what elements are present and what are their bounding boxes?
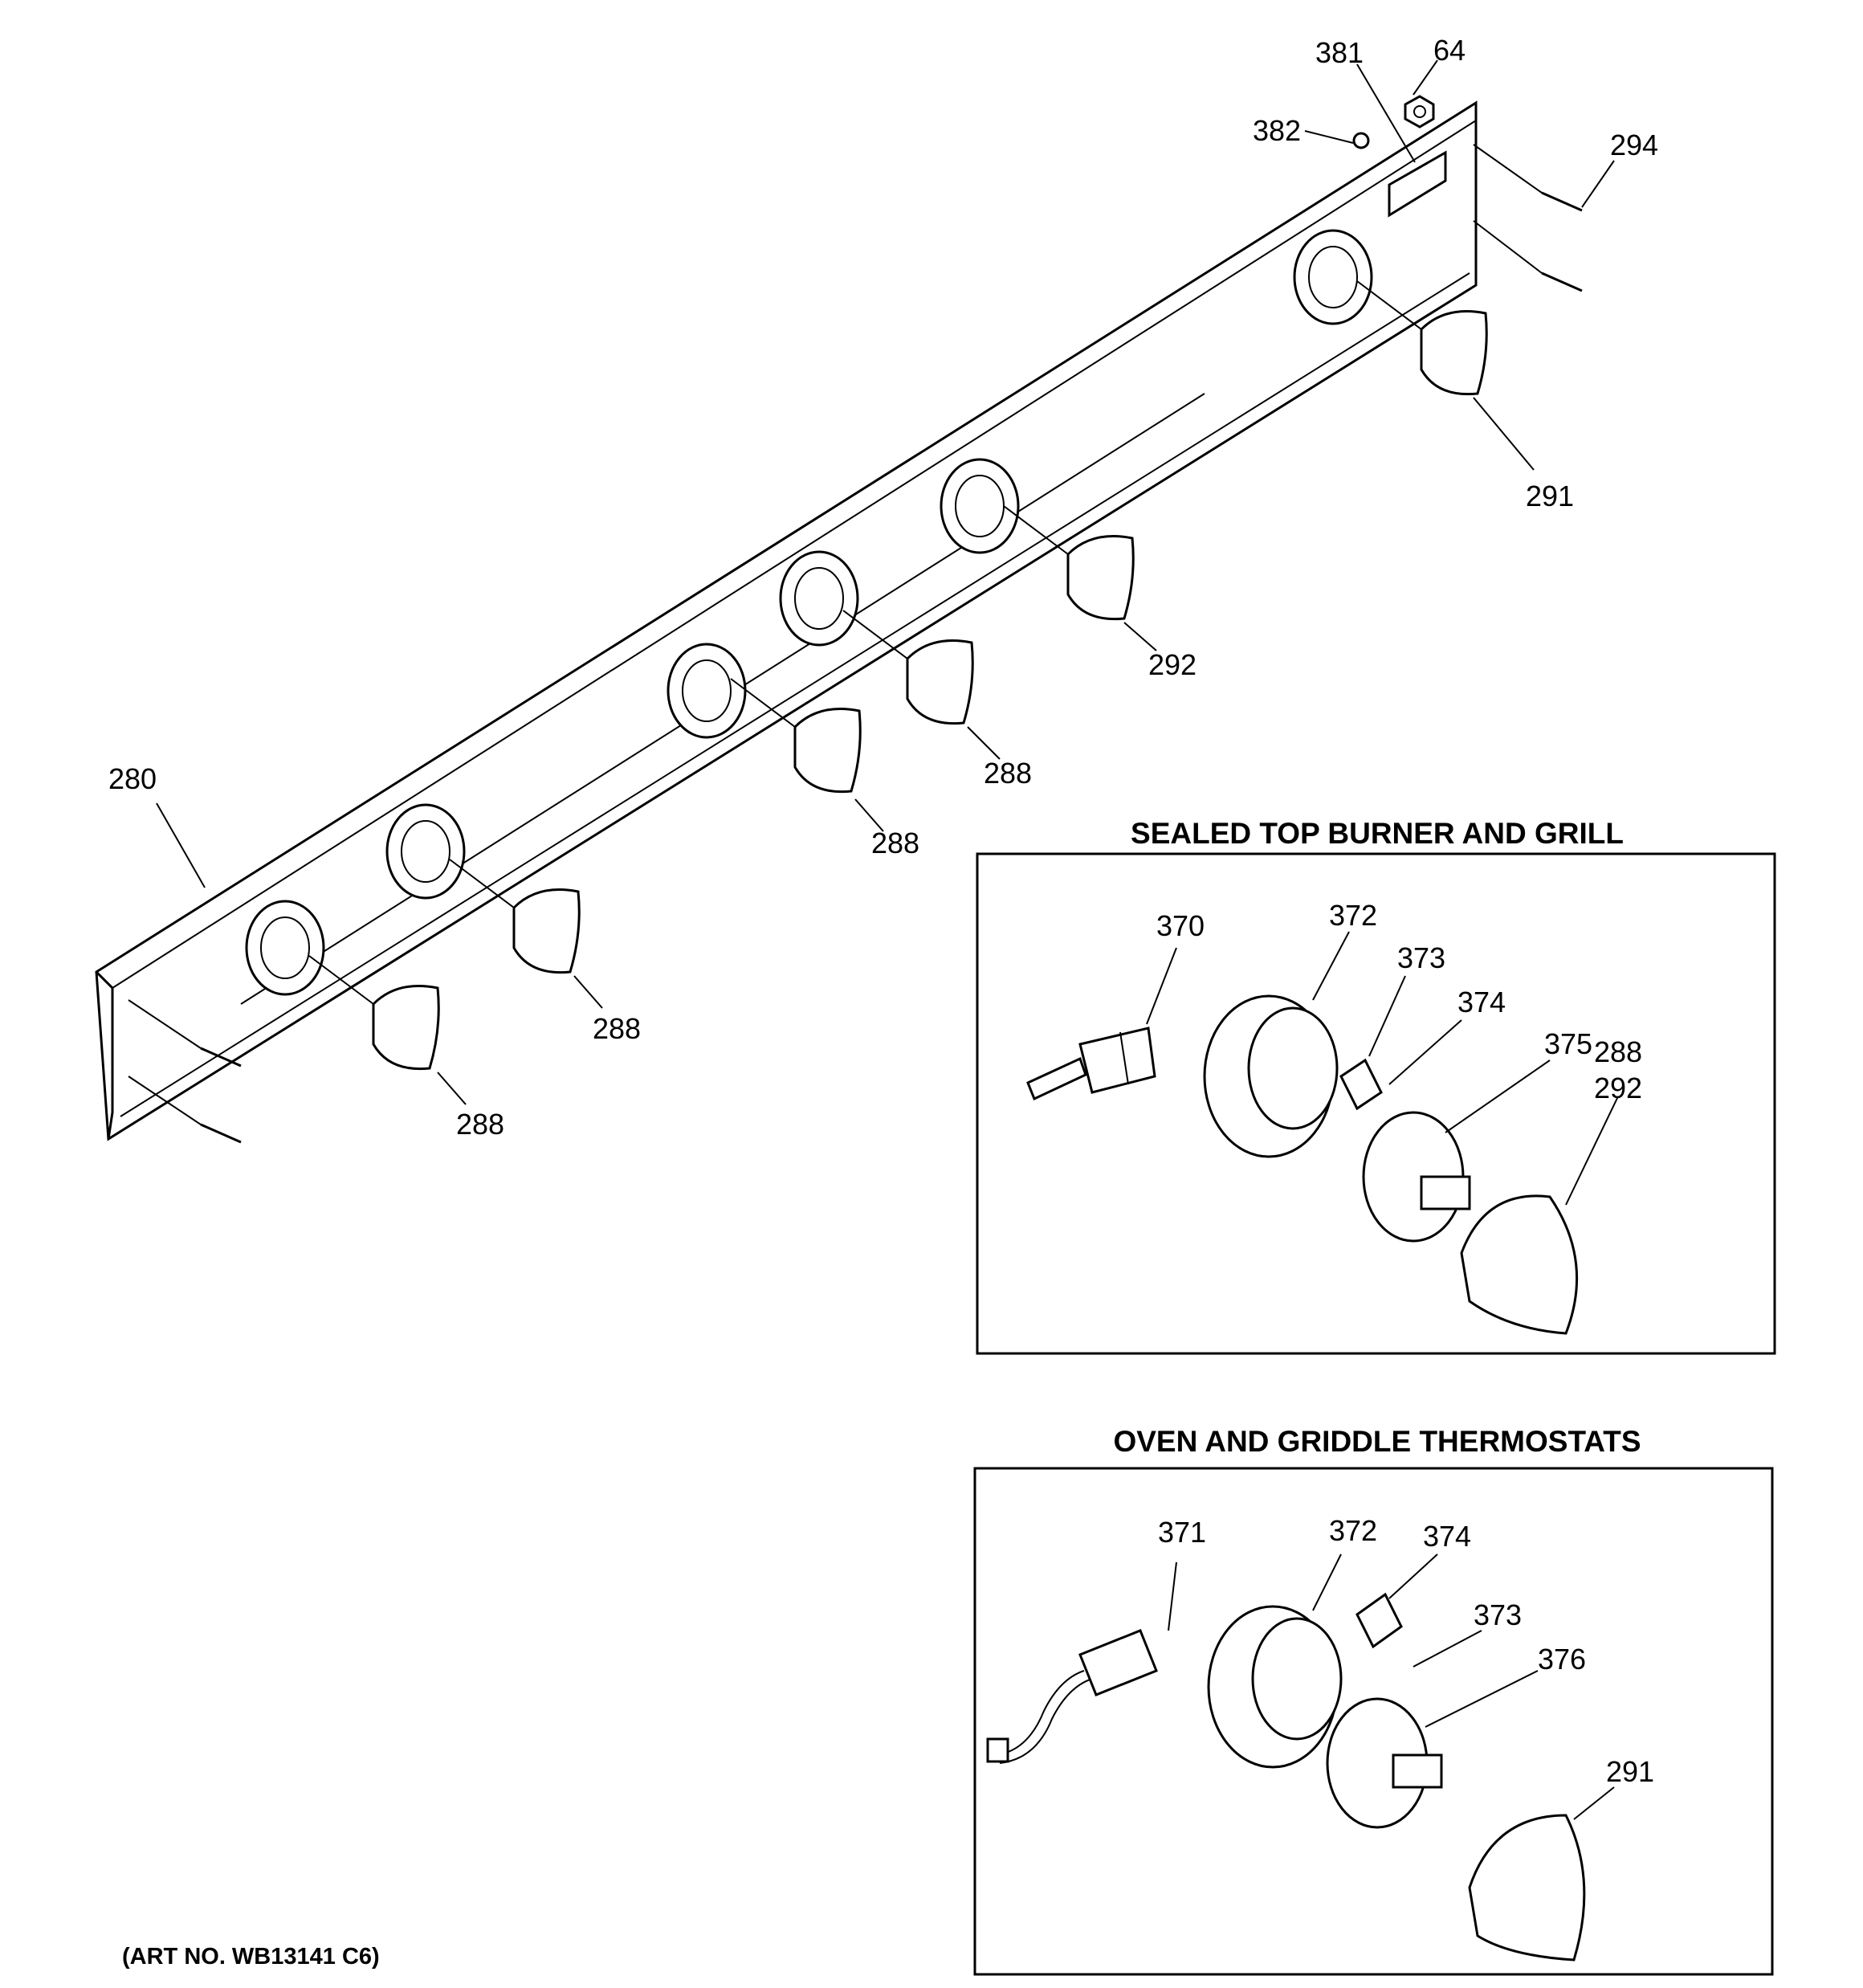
thermostat xyxy=(986,1629,1158,1764)
callout-291-b: 291 xyxy=(1606,1755,1654,1788)
knob-5 xyxy=(1003,505,1135,621)
knob-1 xyxy=(308,955,440,1071)
callout-288-b: 288 xyxy=(871,827,919,859)
screws xyxy=(128,144,1583,1144)
callout-374-a: 374 xyxy=(1457,986,1506,1018)
knob-4 xyxy=(842,610,974,725)
callout-288-a: 288 xyxy=(984,757,1032,790)
bezel-4 xyxy=(779,550,859,647)
bezel-5 xyxy=(940,458,1020,554)
callout-373-a: 373 xyxy=(1397,941,1445,974)
callout-375: 375 xyxy=(1544,1027,1592,1060)
thermostat-clip xyxy=(1355,1592,1403,1649)
callout-288-d: 288 xyxy=(456,1108,504,1141)
art-number: (ART NO. WB13141 C6) xyxy=(122,1944,380,1970)
main-leaders xyxy=(156,59,1615,1105)
callout-370: 370 xyxy=(1156,909,1205,942)
callout-372-a: 372 xyxy=(1329,899,1377,932)
knob-2 xyxy=(449,859,581,974)
callout-371: 371 xyxy=(1158,1516,1206,1549)
burner-dial xyxy=(1362,1111,1471,1243)
bezel-1 xyxy=(245,900,325,996)
nut xyxy=(1404,95,1435,129)
sealed-top-leaders xyxy=(1146,931,1619,1206)
callout-292-b: 292 xyxy=(1594,1072,1642,1104)
oven-griddle-box xyxy=(973,1467,1774,1976)
section-title-sealed-top: SEALED TOP BURNER AND GRILL xyxy=(1131,817,1624,850)
callout-382: 382 xyxy=(1253,114,1301,147)
callout-292: 292 xyxy=(1148,648,1196,681)
thermostat-dial xyxy=(1326,1697,1443,1829)
burner-knob xyxy=(1460,1194,1579,1335)
burner-valve xyxy=(1026,1027,1156,1101)
section-title-oven-griddle: OVEN AND GRIDDLE THERMOSTATS xyxy=(1113,1425,1641,1458)
nameplate xyxy=(1388,150,1447,218)
callout-294: 294 xyxy=(1610,129,1658,161)
bezel-3 xyxy=(667,643,747,739)
panel-bezels xyxy=(245,229,1373,996)
knob-3 xyxy=(730,678,862,794)
sealed-top-box xyxy=(976,852,1776,1355)
burner-bezel xyxy=(1203,994,1339,1158)
oven-griddle-leaders xyxy=(1168,1553,1615,1820)
callout-372-b: 372 xyxy=(1329,1514,1377,1547)
callout-288-c: 288 xyxy=(593,1012,641,1045)
bezel-2 xyxy=(385,803,466,900)
thermostat-bezel xyxy=(1207,1605,1343,1769)
callout-374-b: 374 xyxy=(1423,1520,1471,1553)
callout-288-e: 288 xyxy=(1594,1035,1642,1068)
washer xyxy=(1352,132,1370,149)
callout-373-b: 373 xyxy=(1474,1598,1522,1631)
burner-clip xyxy=(1339,1058,1383,1111)
panel-knobs xyxy=(308,280,1488,1071)
callout-381: 381 xyxy=(1315,36,1364,69)
callout-64: 64 xyxy=(1433,34,1466,67)
thermostat-knob xyxy=(1468,1814,1586,1961)
callout-376: 376 xyxy=(1538,1643,1586,1676)
callout-291: 291 xyxy=(1526,480,1574,512)
callout-280: 280 xyxy=(108,762,157,795)
bezel-6 xyxy=(1293,229,1373,325)
knob-6 xyxy=(1356,280,1488,396)
